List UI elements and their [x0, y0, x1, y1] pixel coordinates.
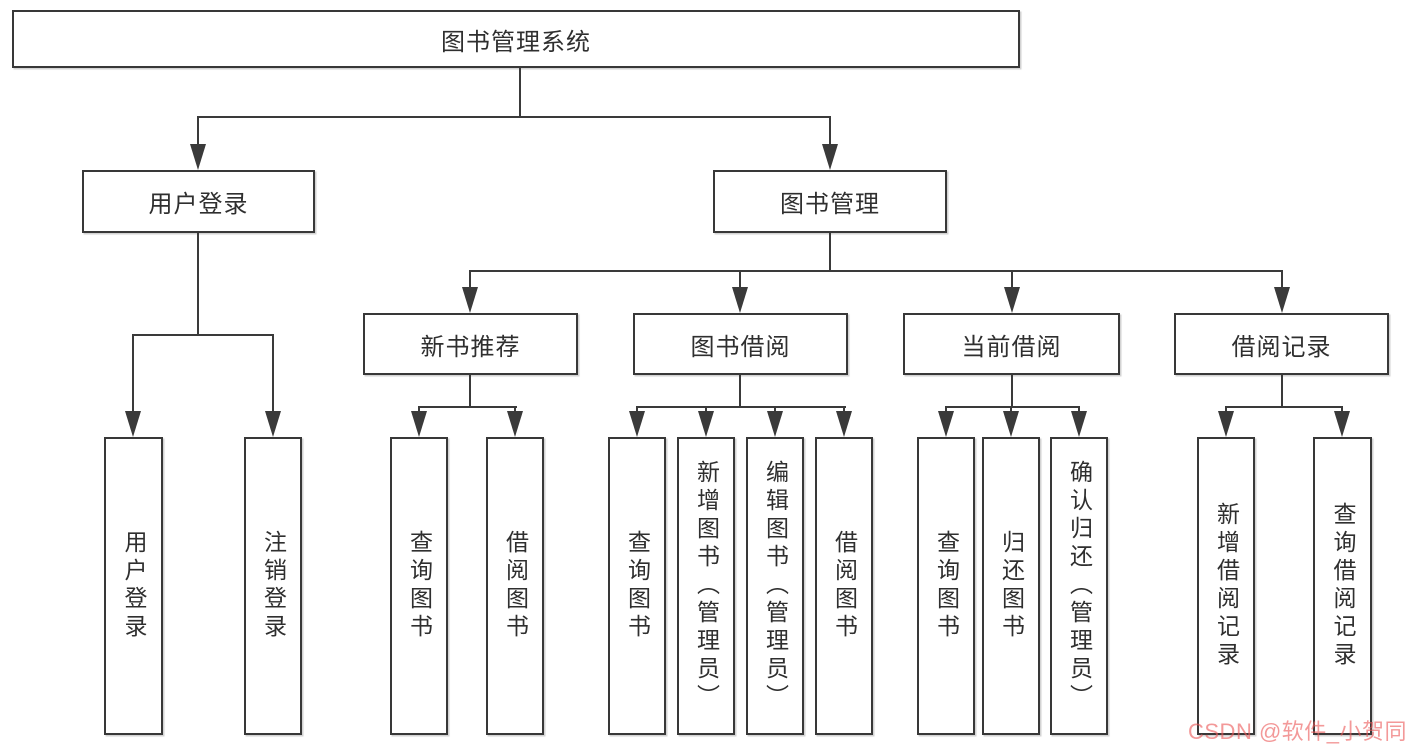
- arrowhead-icon: [1003, 411, 1019, 437]
- leaf-borrow-books: 借阅图书: [815, 437, 873, 735]
- connector-line: [1011, 270, 1013, 290]
- arrowhead-icon: [1274, 287, 1290, 313]
- leaf-add-borrow-record: 新增借阅记录: [1197, 437, 1255, 735]
- connector-line: [418, 406, 517, 408]
- arrowhead-icon: [767, 411, 783, 437]
- connector-line: [519, 68, 521, 117]
- node-user-login: 用户登录: [82, 170, 315, 233]
- arrowhead-icon: [411, 411, 427, 437]
- connector-line: [197, 116, 199, 148]
- connector-line: [132, 334, 134, 413]
- connector-line: [469, 270, 1283, 272]
- node-current-borrowing: 当前借阅: [903, 313, 1120, 375]
- connector-line: [739, 375, 741, 408]
- node-book-management: 图书管理: [713, 170, 947, 233]
- leaf-borrow-books-recommend: 借阅图书: [486, 437, 544, 735]
- arrowhead-icon: [822, 144, 838, 170]
- connector-line: [469, 270, 471, 290]
- connector-line: [843, 406, 845, 415]
- connector-line: [636, 406, 638, 415]
- connector-line: [705, 406, 707, 415]
- arrowhead-icon: [1334, 411, 1350, 437]
- connector-line: [945, 406, 947, 415]
- connector-line: [1225, 406, 1227, 415]
- connector-line: [829, 116, 831, 148]
- node-borrowing-records: 借阅记录: [1174, 313, 1389, 375]
- leaf-return-books: 归还图书: [982, 437, 1040, 735]
- arrowhead-icon: [629, 411, 645, 437]
- leaf-user-login: 用户登录: [104, 437, 163, 735]
- connector-line: [1341, 406, 1343, 415]
- connector-line: [1225, 406, 1343, 408]
- leaf-logout: 注销登录: [244, 437, 302, 735]
- arrowhead-icon: [507, 411, 523, 437]
- arrowhead-icon: [1071, 411, 1087, 437]
- arrowhead-icon: [1004, 287, 1020, 313]
- connector-line: [1011, 375, 1013, 408]
- arrowhead-icon: [1218, 411, 1234, 437]
- connector-line: [829, 233, 831, 272]
- connector-line: [636, 406, 846, 408]
- arrowhead-icon: [732, 287, 748, 313]
- connector-line: [418, 406, 420, 415]
- connector-line: [739, 270, 741, 290]
- connector-line: [1010, 406, 1012, 415]
- leaf-query-books-current: 查询图书: [917, 437, 975, 735]
- connector-line: [1281, 270, 1283, 290]
- connector-line: [774, 406, 776, 415]
- arrowhead-icon: [836, 411, 852, 437]
- connector-line: [1281, 375, 1283, 408]
- arrowhead-icon: [462, 287, 478, 313]
- arrowhead-icon: [125, 411, 141, 437]
- leaf-confirm-return-admin: 确认归还（管理员）: [1050, 437, 1108, 735]
- leaf-add-books-admin: 新增图书（管理员）: [677, 437, 735, 735]
- arrowhead-icon: [265, 411, 281, 437]
- connector-line: [272, 334, 274, 413]
- node-new-book-recommend: 新书推荐: [363, 313, 578, 375]
- connector-line: [197, 233, 199, 336]
- connector-line: [514, 406, 516, 415]
- connector-line: [1078, 406, 1080, 415]
- csdn-watermark: CSDN @软件_小贺同学: [1188, 719, 1405, 744]
- leaf-query-borrow-record: 查询借阅记录: [1313, 437, 1372, 735]
- arrowhead-icon: [698, 411, 714, 437]
- node-book-borrowing: 图书借阅: [633, 313, 848, 375]
- node-root: 图书管理系统: [12, 10, 1020, 68]
- connector-line: [197, 116, 831, 118]
- arrowhead-icon: [190, 144, 206, 170]
- leaf-edit-books-admin: 编辑图书（管理员）: [746, 437, 804, 735]
- connector-line: [945, 406, 1080, 408]
- leaf-query-books-recommend: 查询图书: [390, 437, 448, 735]
- arrowhead-icon: [938, 411, 954, 437]
- connector-line: [132, 334, 274, 336]
- connector-line: [469, 375, 471, 408]
- leaf-query-books-borrowing: 查询图书: [608, 437, 666, 735]
